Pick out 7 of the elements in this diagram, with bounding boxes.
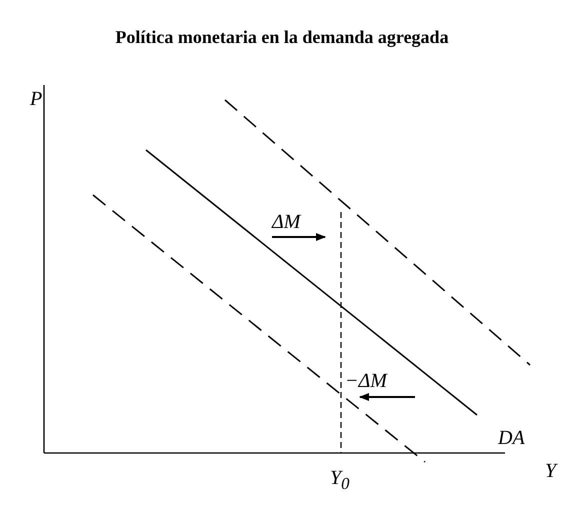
- axis-label: Y: [545, 460, 556, 482]
- axis-label: P: [30, 88, 42, 110]
- axis-tick-label: Y$_{0}$: [330, 467, 350, 495]
- shift-label: −ΔM: [345, 370, 387, 392]
- shift-label: ΔM: [272, 211, 300, 233]
- curve-label: DA: [498, 427, 525, 449]
- chart-title: Política monetaria en la demanda agregada: [114, 26, 450, 48]
